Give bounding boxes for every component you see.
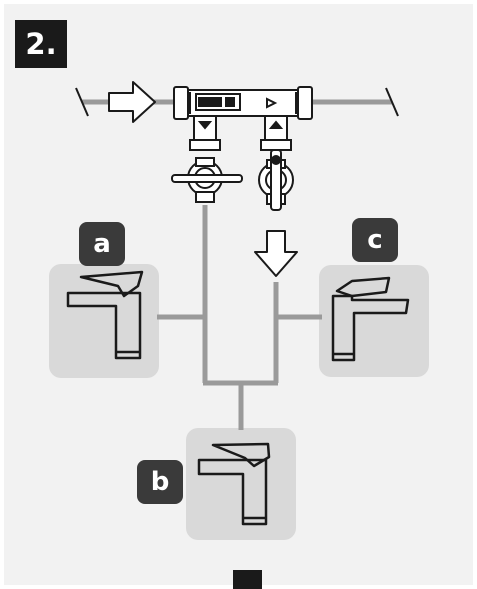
faucet-a-icon xyxy=(66,270,144,360)
right-valve xyxy=(258,115,294,211)
step-number: 2. xyxy=(15,20,67,68)
pipe-break-marks xyxy=(75,87,399,117)
faucet-b-icon xyxy=(197,442,271,526)
outflow-arrow xyxy=(254,230,298,277)
tile-c xyxy=(319,265,429,377)
left-valve xyxy=(171,115,243,203)
label-a: a xyxy=(79,222,125,266)
distribution-pipes xyxy=(157,205,322,430)
tile-b xyxy=(186,428,296,540)
mixing-manifold xyxy=(173,86,313,120)
faucet-c-icon xyxy=(331,276,410,362)
bottom-tab-marker xyxy=(233,570,262,589)
label-b: b xyxy=(137,460,183,504)
inflow-arrow xyxy=(108,81,156,123)
label-c: c xyxy=(352,218,398,262)
